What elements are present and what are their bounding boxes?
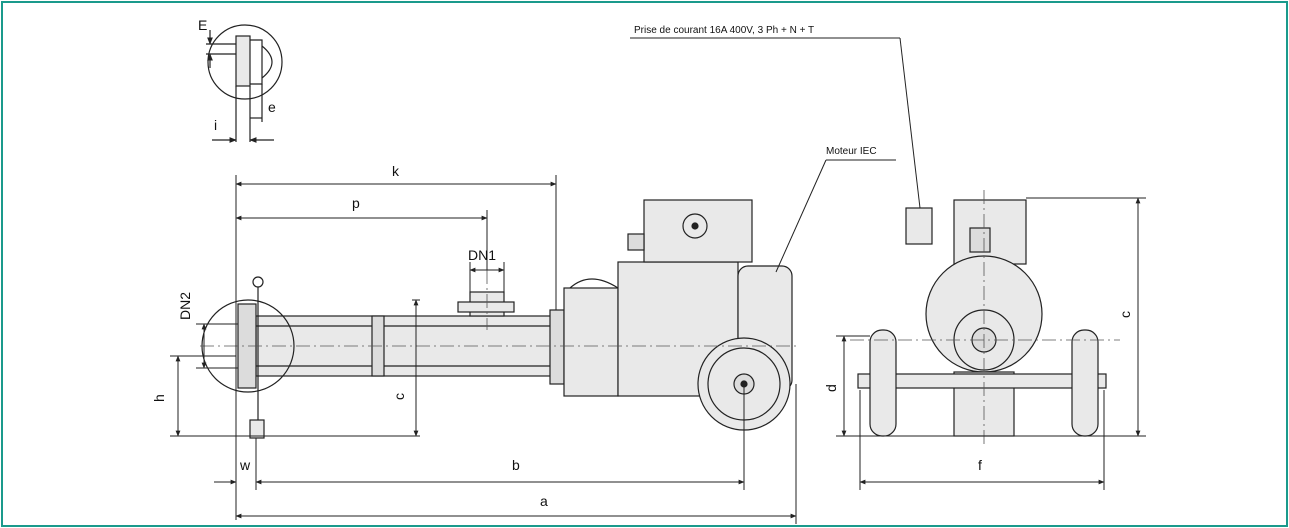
end-view-centre-lines	[850, 190, 1120, 446]
dim-label-d: d	[823, 384, 839, 392]
dim-label-c-right: c	[1117, 311, 1133, 318]
dim-DN1	[469, 262, 505, 292]
dim-b	[255, 384, 745, 490]
dim-label-f: f	[978, 457, 982, 473]
dim-label-a: a	[540, 493, 548, 509]
dim-label-k: k	[392, 163, 400, 179]
power-outlet-leader	[630, 37, 921, 209]
dim-label-p: p	[352, 195, 360, 211]
end-view	[857, 199, 1107, 437]
dim-label-c-left: c	[391, 393, 407, 400]
centre-lines	[200, 270, 800, 347]
dim-label-b: b	[512, 457, 520, 473]
dim-f	[859, 390, 1105, 490]
motor-leader	[775, 159, 896, 273]
dim-label-E: E	[198, 17, 207, 33]
detail-inset	[206, 24, 283, 143]
dim-label-i: i	[214, 117, 217, 133]
motor-label: Moteur IEC	[826, 146, 877, 157]
dim-label-w: w	[239, 457, 251, 473]
dim-label-DN2: DN2	[177, 292, 193, 320]
dim-h	[170, 355, 420, 437]
dim-label-h: h	[151, 394, 167, 402]
dim-c-left	[412, 299, 420, 437]
dim-DN2	[196, 323, 238, 369]
dim-label-DN1: DN1	[468, 247, 496, 263]
dim-d	[836, 335, 1146, 437]
power-outlet-label: Prise de courant 16A 400V, 3 Ph + N + T	[634, 25, 814, 36]
dim-c-right	[1026, 197, 1146, 437]
dim-label-e: e	[268, 99, 276, 115]
dim-k	[235, 175, 557, 520]
pump-side-view	[201, 199, 793, 439]
dim-p	[235, 210, 488, 270]
dim-a	[235, 384, 797, 524]
